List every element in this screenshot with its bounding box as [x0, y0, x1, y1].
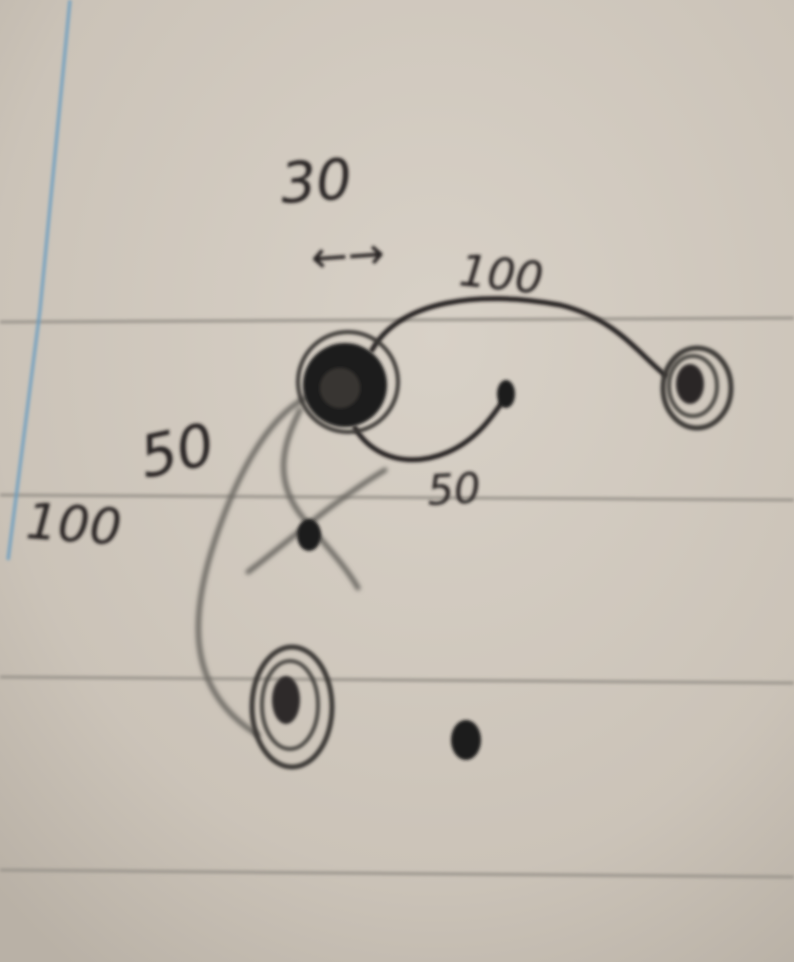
handwritten-labels: 30 ←→ 100 50 50 100	[24, 147, 546, 556]
right-node-outer-ring	[660, 345, 734, 431]
bottom-left-node-inner-ring	[260, 659, 320, 751]
rule-line-2	[0, 493, 794, 502]
main-node-shade	[320, 368, 360, 408]
right-node-inner-ring	[667, 354, 719, 418]
label-top-arrow: ←→	[309, 228, 386, 284]
inner-curve-route	[281, 407, 361, 591]
middle-curve-route	[352, 395, 508, 463]
main-node	[296, 330, 400, 434]
label-far-left-distance: 100	[24, 492, 123, 557]
label-middle-distance: 50	[426, 463, 482, 515]
rule-line-4	[0, 868, 794, 879]
label-left-distance: 50	[134, 410, 220, 492]
label-top-number: 30	[278, 147, 354, 217]
main-node-ring	[296, 330, 400, 434]
top-curve-route	[369, 296, 668, 378]
bottom-left-node	[249, 644, 335, 770]
dot-bottom	[451, 720, 481, 760]
right-node-fill	[676, 364, 704, 404]
margin-line	[6, 0, 72, 561]
right-node	[660, 345, 734, 431]
rule-line-3	[0, 675, 794, 685]
left-curve-route	[195, 395, 308, 738]
ink-strokes	[352, 296, 668, 463]
dot-upper-middle	[497, 380, 515, 408]
dots	[297, 380, 515, 760]
dot-cross-point	[297, 519, 321, 551]
bottom-left-node-outer-ring	[249, 644, 335, 770]
label-top-right-distance: 100	[457, 245, 546, 304]
bottom-left-node-fill	[272, 676, 300, 724]
